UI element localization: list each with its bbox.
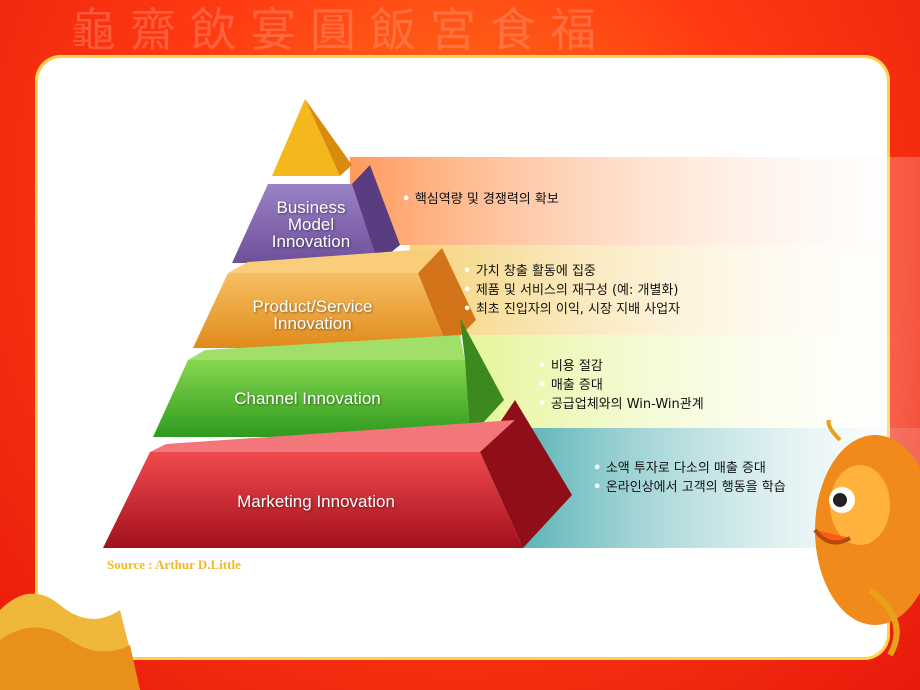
band-business-model bbox=[350, 157, 920, 245]
bullet-list-marketing: 소액 투자로 다소의 매출 증대 온라인상에서 고객의 행동을 학습 bbox=[593, 459, 786, 497]
tier-channel bbox=[153, 360, 470, 437]
bullet-list-product-service: 가치 창출 활동에 집중 제품 및 서비스의 재구성 (예: 개별화) 최초 진… bbox=[463, 262, 680, 319]
wave-decoration bbox=[0, 593, 140, 690]
tier-business-model-side bbox=[352, 165, 400, 263]
tier-channel-side bbox=[460, 318, 504, 437]
tier-product-service-top bbox=[228, 248, 442, 273]
tier-label-business-model-line3: Innovation bbox=[271, 232, 351, 251]
bullet-item: 최초 진입자의 이익, 시장 지배 사업자 bbox=[463, 300, 680, 319]
bullet-item: 제품 및 서비스의 재구성 (예: 개별화) bbox=[463, 281, 680, 300]
tier-label-business-model-line1: Business bbox=[276, 198, 346, 217]
pyramid-apex bbox=[272, 99, 340, 176]
bullet-item: 핵심역량 및 경쟁력의 확보 bbox=[402, 190, 559, 209]
tier-label-product-service-line1: Product/Service bbox=[252, 297, 373, 316]
source-citation: Source : Arthur D.Little bbox=[107, 557, 241, 572]
tier-label-business-model: Business Model Innovation bbox=[258, 199, 364, 250]
bullet-list-channel: 비용 절감 매출 증대 공급업체와의 Win-Win관계 bbox=[538, 357, 704, 414]
tier-label-product-service-line2: Innovation bbox=[273, 314, 352, 333]
tier-marketing bbox=[103, 452, 523, 548]
tier-product-service bbox=[193, 273, 448, 348]
tier-business-model bbox=[232, 184, 378, 263]
bullet-list-business-model: 핵심역량 및 경쟁력의 확보 bbox=[402, 190, 559, 209]
goldfish-illustration bbox=[813, 420, 920, 657]
tier-label-product-service: Product/Service Innovation bbox=[230, 298, 395, 332]
bullet-item: 매출 증대 bbox=[538, 376, 704, 395]
tier-label-marketing: Marketing Innovation bbox=[237, 492, 395, 511]
tier-label-channel: Channel Innovation bbox=[234, 389, 381, 408]
bullet-item: 소액 투자로 다소의 매출 증대 bbox=[593, 459, 786, 478]
decorative-pattern: 龜齋飲宴圓飯宮食福 bbox=[70, 3, 610, 57]
tier-marketing-side bbox=[480, 400, 572, 548]
tier-marketing-top bbox=[150, 420, 515, 452]
tier-label-business-model-line2: Model bbox=[287, 215, 335, 234]
bullet-item: 공급업체와의 Win-Win관계 bbox=[538, 395, 704, 414]
pyramid-apex-side bbox=[305, 99, 352, 176]
tier-channel-top bbox=[188, 335, 465, 360]
bullet-item: 온라인상에서 고객의 행동을 학습 bbox=[593, 478, 786, 497]
bullet-item: 비용 절감 bbox=[538, 357, 704, 376]
bullet-item: 가치 창출 활동에 집중 bbox=[463, 262, 680, 281]
